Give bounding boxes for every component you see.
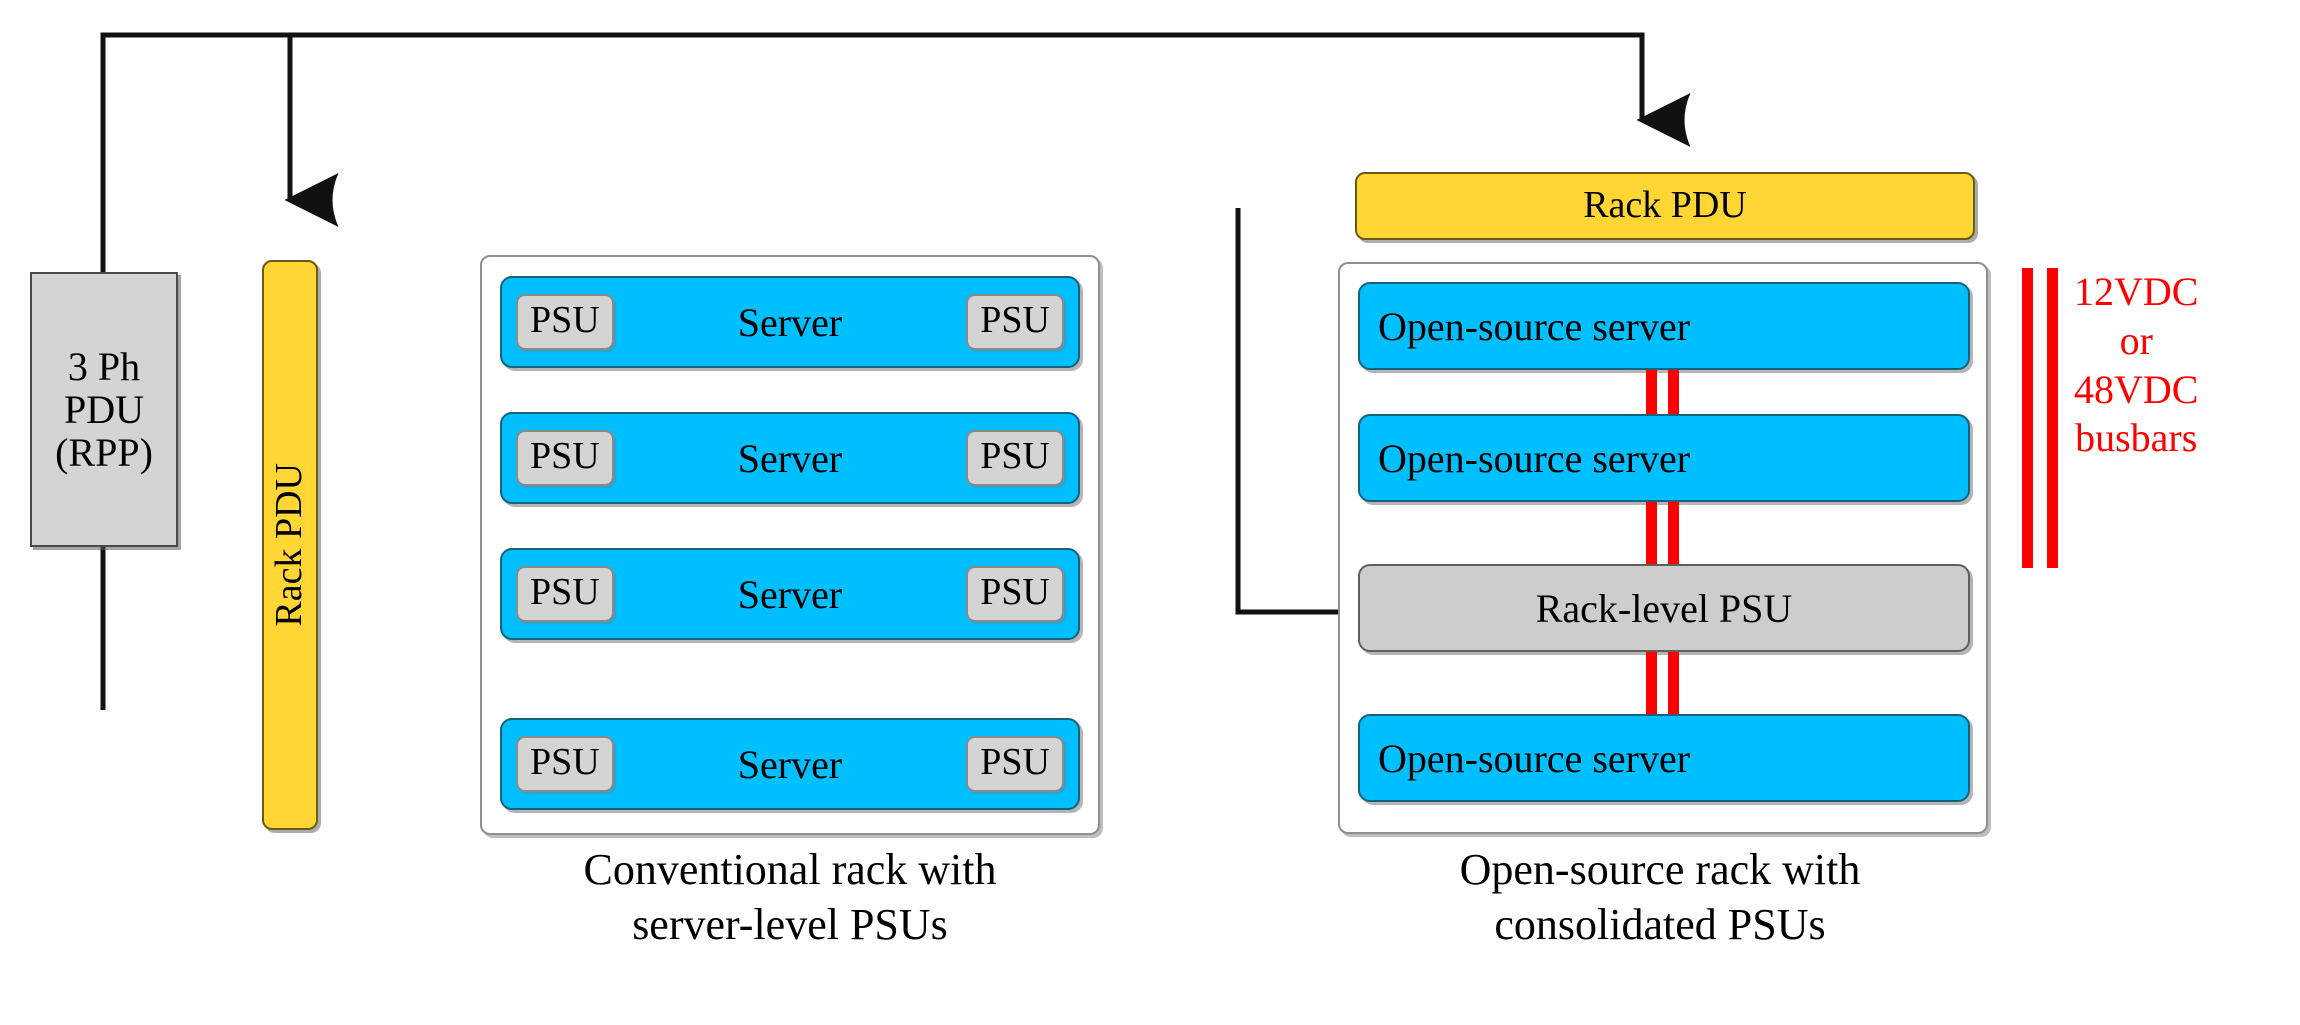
busbar-right [1668, 652, 1679, 714]
busbar-left [1646, 370, 1657, 414]
psu-chip-right: PSU [966, 294, 1064, 350]
conventional-server-unit-4[interactable]: PSU Server PSU [500, 718, 1080, 810]
opensource-server-unit-1[interactable]: Open-source server [1358, 282, 1970, 370]
opensource-server-label: Open-source server [1378, 435, 1691, 481]
conventional-rack-pdu-label: Rack PDU [268, 463, 311, 627]
opensource-caption-line1: Open-source rack with [1459, 845, 1861, 894]
rpp-label-line2: PDU [63, 386, 145, 432]
opensource-server-label: Open-source server [1378, 303, 1691, 349]
busbar-segment-1 [1646, 370, 1679, 414]
busbar-legend: 12VDC or 48VDC busbars [2022, 268, 2198, 568]
opensource-caption-line2: consolidated PSUs [1494, 900, 1826, 949]
opensource-rack-pdu[interactable]: Rack PDU [1355, 172, 1975, 240]
three-phase-pdu-box[interactable]: 3 Ph PDU (RPP) [30, 272, 178, 547]
busbar-left [1646, 502, 1657, 564]
psu-chip-left: PSU [516, 736, 614, 792]
rack-level-psu-unit[interactable]: Rack-level PSU [1358, 564, 1970, 652]
busbar-legend-bar-right [2047, 268, 2058, 568]
conventional-server-unit-3[interactable]: PSU Server PSU [500, 548, 1080, 640]
psu-chip-right: PSU [966, 566, 1064, 622]
busbar-legend-text: 12VDC or 48VDC busbars [2074, 268, 2198, 463]
psu-chip-right: PSU [966, 430, 1064, 486]
busbar-legend-bar-left [2022, 268, 2033, 568]
opensource-rack-caption: Open-source rack with consolidated PSUs [1260, 842, 2060, 952]
opensource-server-unit-3[interactable]: Open-source server [1358, 714, 1970, 802]
busbar-segment-3 [1646, 652, 1679, 714]
conventional-rack-caption: Conventional rack with server-level PSUs [390, 842, 1190, 952]
opensource-server-unit-2[interactable]: Open-source server [1358, 414, 1970, 502]
conventional-caption-line2: server-level PSUs [632, 900, 948, 949]
busbar-legend-icon [2022, 268, 2058, 568]
conventional-server-unit-2[interactable]: PSU Server PSU [500, 412, 1080, 504]
rack-level-psu-label: Rack-level PSU [1535, 585, 1793, 631]
busbar-legend-line2: or [2119, 317, 2153, 363]
server-label: Server [737, 571, 843, 617]
psu-chip-left: PSU [516, 566, 614, 622]
rpp-label-line3: (RPP) [55, 430, 153, 476]
psu-chip-right: PSU [966, 736, 1064, 792]
conventional-server-unit-1[interactable]: PSU Server PSU [500, 276, 1080, 368]
server-label: Server [737, 741, 843, 787]
conventional-caption-line1: Conventional rack with [583, 845, 997, 894]
psu-chip-left: PSU [516, 430, 614, 486]
busbar-legend-line4: busbars [2075, 415, 2198, 461]
server-label: Server [737, 299, 843, 345]
busbar-right [1668, 502, 1679, 564]
opensource-rack-pdu-label: Rack PDU [1583, 184, 1747, 227]
busbar-legend-line3: 48VDC [2074, 366, 2199, 412]
busbar-left [1646, 652, 1657, 714]
rpp-label-line1: 3 Ph [67, 343, 141, 389]
conventional-rack-pdu[interactable]: Rack PDU [262, 260, 318, 830]
busbar-legend-line1: 12VDC [2074, 269, 2199, 314]
server-label: Server [737, 435, 843, 481]
psu-chip-left: PSU [516, 294, 614, 350]
busbar-right [1668, 370, 1679, 414]
opensource-server-label: Open-source server [1378, 735, 1691, 781]
busbar-segment-2 [1646, 502, 1679, 564]
